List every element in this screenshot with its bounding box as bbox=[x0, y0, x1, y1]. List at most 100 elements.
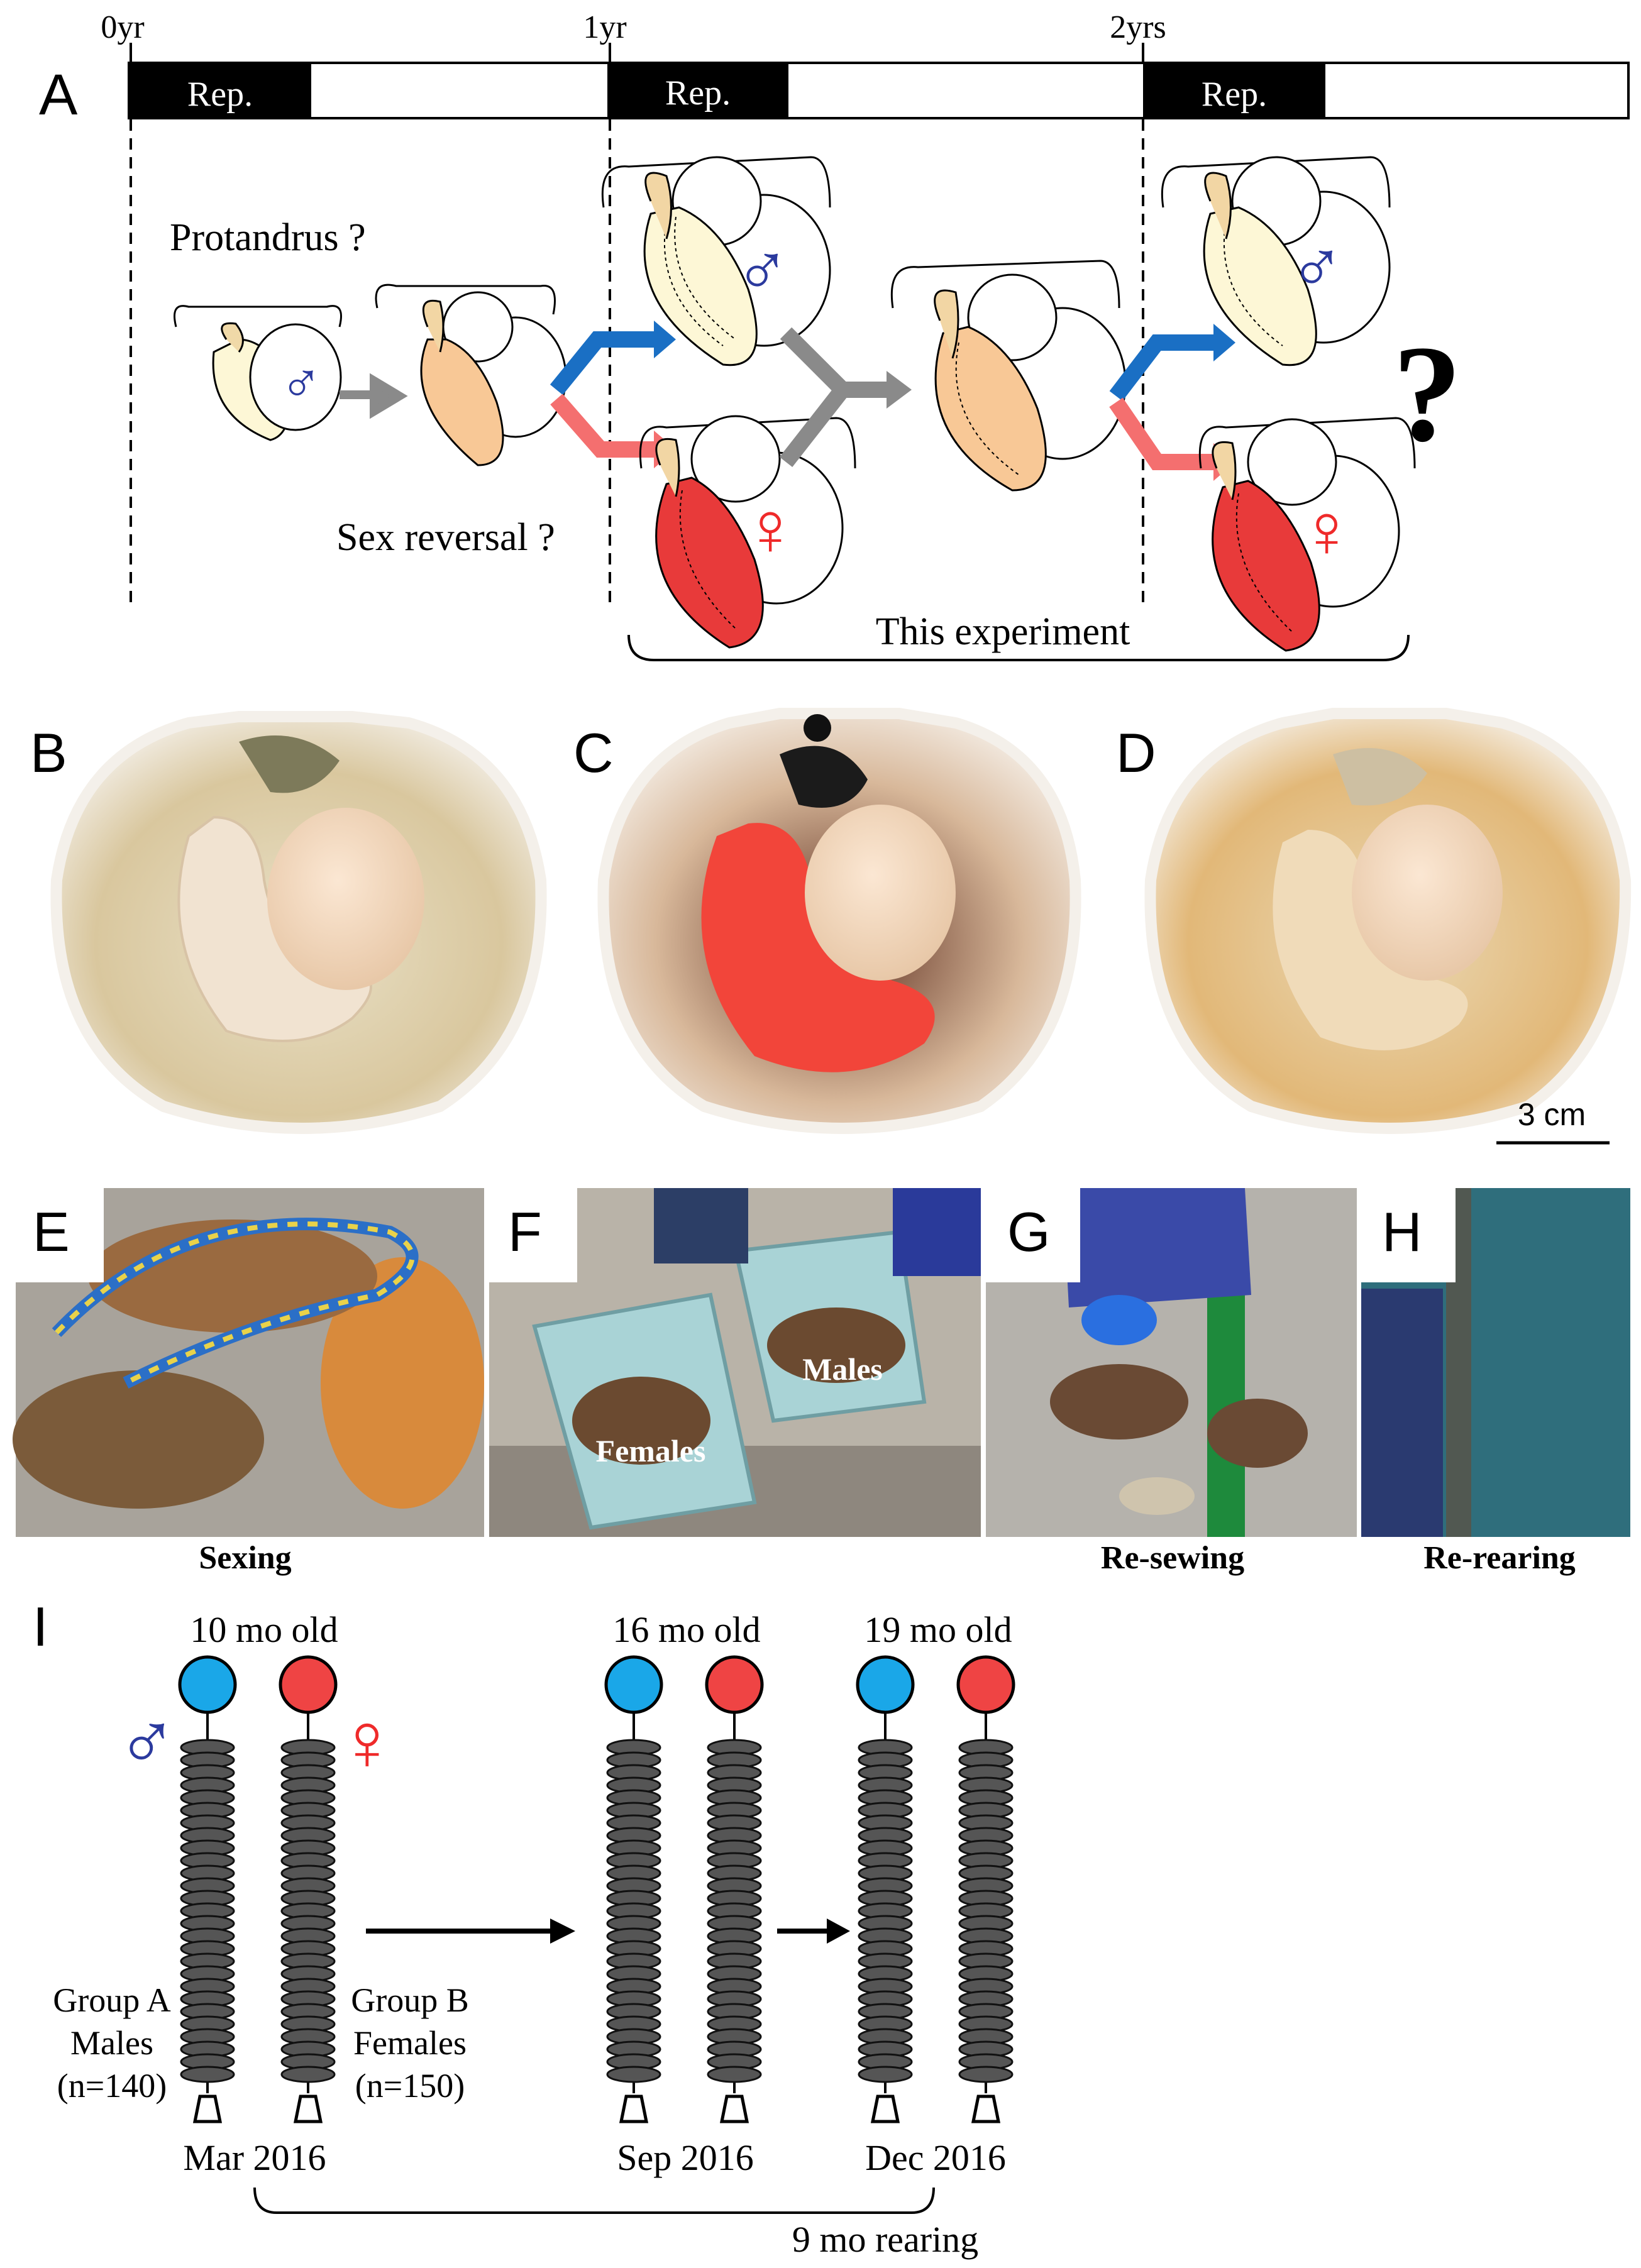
lantern-female-sep bbox=[705, 1655, 764, 2123]
scale-bar-label: 3 cm bbox=[1518, 1097, 1586, 1132]
lantern-female-dec bbox=[956, 1655, 1015, 2123]
this-experiment-label: This experiment bbox=[876, 610, 1130, 653]
float-buoy bbox=[956, 1655, 1015, 1714]
males-label: Males bbox=[802, 1351, 883, 1387]
rep-label-0: Rep. bbox=[187, 75, 253, 114]
scallop-diagram-male-1yr: ♂ bbox=[601, 156, 831, 366]
group-a-sex: Males bbox=[70, 2024, 153, 2062]
panel-f: F Females Males bbox=[489, 1188, 981, 1537]
lantern-tier bbox=[280, 2066, 336, 2083]
caption-sexing: Sexing bbox=[199, 1540, 291, 1576]
float-buoy bbox=[705, 1655, 764, 1714]
rep-block-2 bbox=[1143, 63, 1325, 118]
tick-label-2yrs: 2yrs bbox=[1110, 9, 1166, 45]
scallop-photo-male bbox=[50, 711, 547, 1134]
caption-rerearing: Re-rearing bbox=[1423, 1540, 1576, 1576]
rearing-label: 9 mo rearing bbox=[792, 2219, 978, 2260]
panel-label-c: C bbox=[573, 722, 614, 784]
float-buoy bbox=[178, 1655, 237, 1714]
panel-b: B bbox=[30, 711, 547, 1134]
anchor-weight bbox=[192, 2095, 223, 2123]
panel-g: G Re-sewing bbox=[986, 1188, 1357, 1576]
lantern-tier bbox=[958, 2066, 1014, 2083]
male-symbol-young: ♂ bbox=[280, 352, 323, 415]
anchor-weight bbox=[971, 2095, 1001, 2123]
blue-arrow-1 bbox=[550, 331, 654, 395]
females-label: Females bbox=[596, 1433, 706, 1468]
panel-label-i: I bbox=[33, 1595, 48, 1658]
scallop-photo-female bbox=[597, 708, 1081, 1134]
panel-a: A Rep. Rep. Rep. 0yr 1yr 2yrs Protandrus… bbox=[39, 9, 1630, 661]
pink-arrow-1 bbox=[550, 394, 654, 458]
anchor-weight bbox=[619, 2095, 649, 2123]
this-experiment-bracket bbox=[627, 634, 1410, 661]
tick-label-0yr: 0yr bbox=[101, 9, 144, 45]
group-b-sex: Females bbox=[353, 2024, 467, 2062]
rep-label-1: Rep. bbox=[665, 74, 731, 113]
male-symbol-2yr: ♂ bbox=[1289, 226, 1345, 309]
anchor-weight bbox=[293, 2095, 323, 2123]
rearing-bracket bbox=[253, 2187, 935, 2214]
female-symbol-1yr: ♀ bbox=[742, 487, 798, 571]
lantern-female-mar bbox=[279, 1655, 338, 2123]
group-a-label: Group A bbox=[53, 1981, 171, 2019]
float-buoy bbox=[279, 1655, 338, 1714]
male-symbol-i: ♂ bbox=[116, 1695, 178, 1787]
lantern-nets bbox=[178, 1655, 1015, 2123]
scallop-diagram-young-male: ♂ bbox=[174, 305, 342, 441]
question-mark: ? bbox=[1393, 317, 1462, 470]
anchor-weight bbox=[870, 2095, 900, 2123]
age-label-16mo: 16 mo old bbox=[612, 1609, 760, 1650]
group-b-label: Group B bbox=[351, 1981, 469, 2019]
lantern-tier bbox=[180, 2066, 235, 2083]
date-label-dec: Dec 2016 bbox=[865, 2137, 1006, 2178]
panel-label-a: A bbox=[39, 63, 78, 127]
male-symbol-1yr: ♂ bbox=[734, 229, 790, 312]
panel-label-e: E bbox=[33, 1201, 70, 1263]
anchor-weight bbox=[719, 2095, 749, 2123]
panel-label-b: B bbox=[30, 722, 67, 784]
rep-block-0 bbox=[129, 63, 311, 118]
rep-label-2: Rep. bbox=[1202, 75, 1267, 114]
lantern-male-sep bbox=[604, 1655, 663, 2123]
panel-e: E Sexing bbox=[13, 1188, 484, 1576]
age-label-19mo: 19 mo old bbox=[864, 1609, 1012, 1650]
panel-label-d: D bbox=[1116, 722, 1156, 784]
panel-h: H Re-rearing bbox=[1361, 1188, 1630, 1576]
scallop-diagram-undifferentiated-2yr bbox=[890, 260, 1127, 492]
scallop-diagram-male-2yr: ♂ bbox=[1161, 156, 1391, 366]
tick-label-1yr: 1yr bbox=[583, 9, 626, 45]
panel-i: I 10 mo old 16 mo old 19 mo old ♂ ♀ Grou… bbox=[33, 1595, 1015, 2260]
float-buoy bbox=[856, 1655, 915, 1714]
scallop-diagram-undifferentiated bbox=[375, 284, 567, 466]
panel-label-f: F bbox=[508, 1201, 542, 1263]
pink-arrow-2 bbox=[1109, 397, 1213, 470]
grey-arrow-1 bbox=[340, 373, 408, 419]
protandrus-label: Protandrus ? bbox=[170, 216, 366, 259]
female-symbol-i: ♀ bbox=[336, 1695, 398, 1787]
panel-c: C bbox=[573, 708, 1081, 1134]
sex-reversal-label: Sex reversal ? bbox=[336, 516, 555, 559]
timeline-bar: Rep. Rep. Rep. 0yr 1yr 2yrs bbox=[101, 9, 1630, 119]
lantern-tier bbox=[707, 2066, 762, 2083]
float-buoy bbox=[604, 1655, 663, 1714]
blue-arrow-2 bbox=[1109, 334, 1213, 401]
panel-d: D 3 cm bbox=[1116, 708, 1632, 1145]
female-symbol-2yr: ♀ bbox=[1298, 488, 1355, 573]
group-a-n: (n=140) bbox=[57, 2067, 167, 2105]
arrow-mar-to-sep bbox=[366, 1918, 575, 1944]
lantern-male-dec bbox=[856, 1655, 915, 2123]
scallop-diagram-female-2yr: ♀ bbox=[1198, 417, 1416, 652]
panel-label-g: G bbox=[1007, 1201, 1050, 1263]
scallop-diagram-female-1yr: ♀ bbox=[639, 415, 856, 649]
rep-block-1 bbox=[607, 63, 788, 118]
age-label-10mo: 10 mo old bbox=[190, 1609, 338, 1650]
panel-label-h: H bbox=[1382, 1201, 1422, 1263]
arrow-sep-to-dec bbox=[777, 1918, 850, 1944]
lantern-tier bbox=[858, 2066, 913, 2083]
lantern-tier bbox=[606, 2066, 661, 2083]
group-b-n: (n=150) bbox=[355, 2067, 465, 2105]
lantern-male-mar bbox=[178, 1655, 237, 2123]
date-label-mar: Mar 2016 bbox=[183, 2137, 326, 2178]
